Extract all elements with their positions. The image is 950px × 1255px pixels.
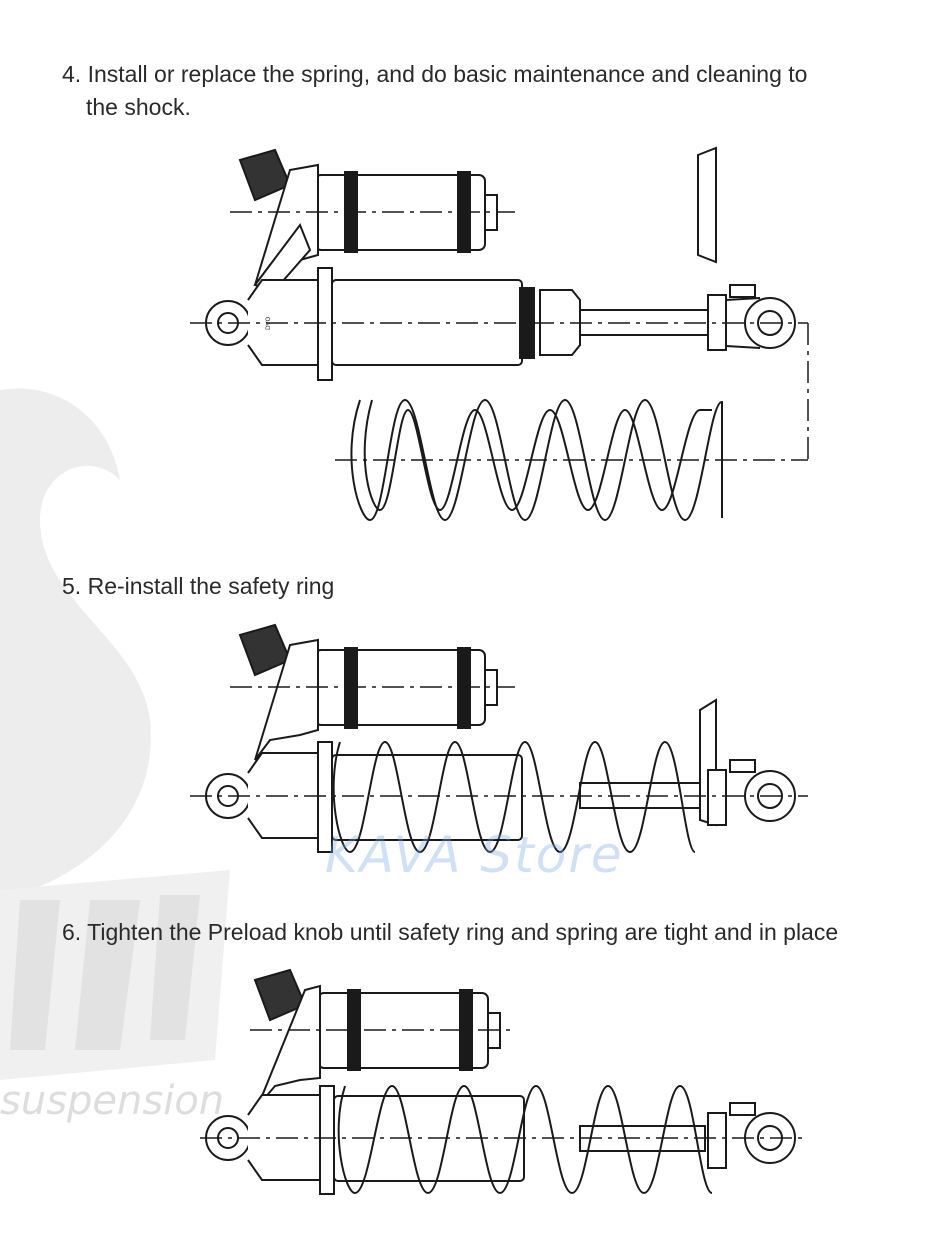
svg-text:DVO: DVO: [265, 316, 272, 330]
step-5-text: 5. Re-install the safety ring: [62, 570, 334, 603]
shock-body: [205, 267, 796, 381]
diagram-shock-spring-removed: DVO: [190, 146, 809, 522]
step-6-text: 6. Tighten the Preload knob until safety…: [62, 916, 838, 949]
step-6-label: Tighten the Preload knob until safety ri…: [87, 919, 839, 945]
store-watermark: KAVA Store: [325, 826, 624, 884]
brand-watermark-text: suspension: [0, 1078, 225, 1124]
step-6-number: 6.: [62, 919, 82, 945]
coil-spring: [350, 398, 723, 522]
step-5-label: Re-install the safety ring: [87, 573, 335, 599]
step-4-line2: the shock.: [86, 94, 191, 120]
reservoir: [238, 148, 498, 292]
diagram-safety-ring-reinstall: [190, 623, 808, 854]
safety-ring: [697, 146, 717, 264]
step-4-number: 4.: [62, 61, 82, 87]
center-lines: [190, 211, 809, 461]
step-4-text: 4. Install or replace the spring, and do…: [62, 58, 807, 124]
step-5-number: 5.: [62, 573, 82, 599]
diagram-preload-tightened: [200, 968, 808, 1195]
step-4-line1: Install or replace the spring, and do ba…: [87, 61, 808, 87]
